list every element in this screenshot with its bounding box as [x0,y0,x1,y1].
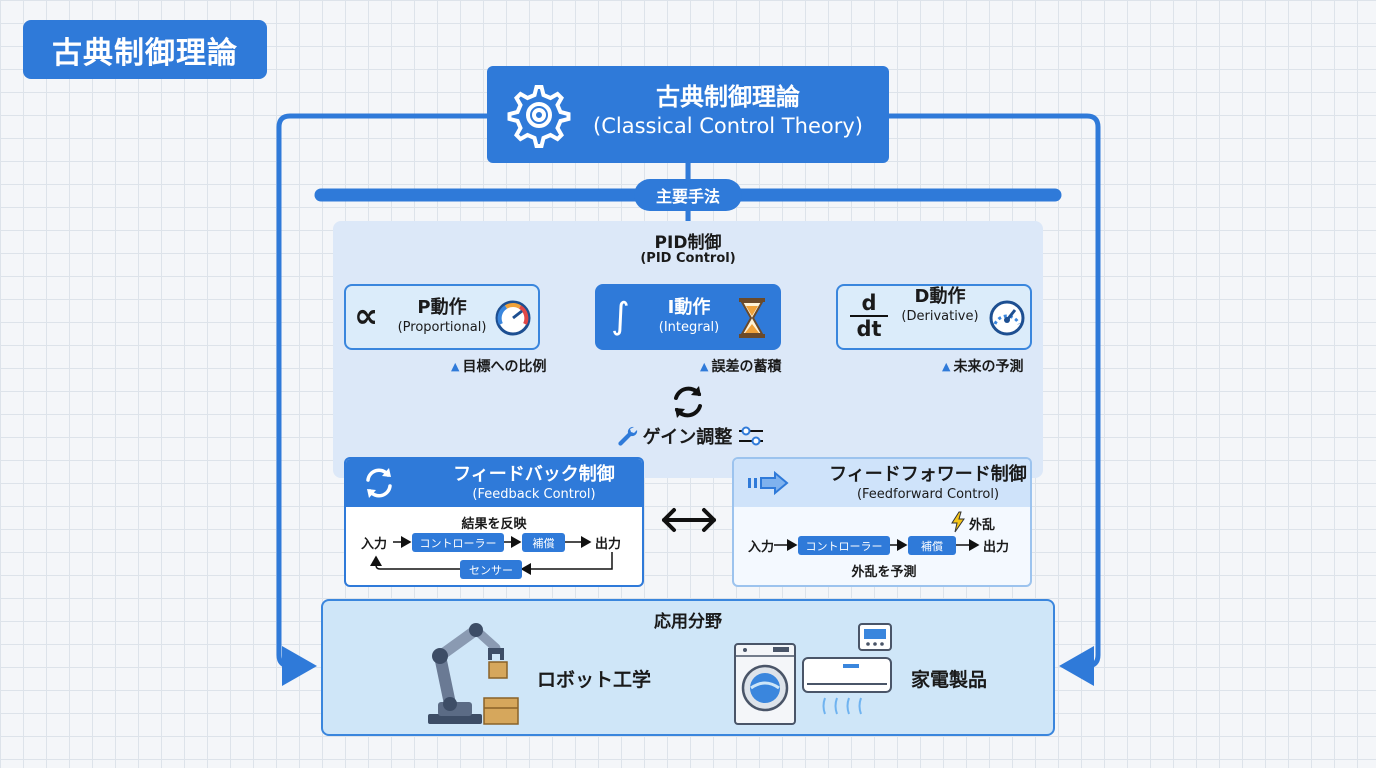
i-term-en: (Integral) [658,320,720,335]
feedforward-header: フィードフォワード制御 (Feedforward Control) [734,459,1030,507]
derivative-num: d [850,291,888,317]
pid-subtitle: (PID Control) [640,251,736,266]
feedback-output: 出力 [595,537,622,552]
p-term-caption: ▲目標への比例 [451,359,547,375]
feedback-input: 入力 [361,537,388,552]
forward-arrow-icon [748,471,789,495]
feedforward-bottom-label: 外乱を予測 [851,565,917,580]
feedforward-output: 出力 [983,540,1010,555]
feedback-controller: コントローラー [412,533,504,552]
proportional-icon: ∝ [354,296,379,336]
feedforward-disturbance: 外乱 [969,518,996,533]
app-appliances-label: 家電製品 [911,669,988,691]
feedforward-input: 入力 [748,540,775,555]
feedback-plant: 補償 [522,533,565,552]
feedback-box: フィードバック制御 (Feedback Control) 結果を反映 入力 コン… [344,457,644,587]
p-term-box: ∝ P動作 (Proportional) [344,284,540,350]
speedometer-icon [989,300,1025,336]
page-title: 古典制御理論 [23,20,267,79]
robot-arm-icon [428,623,519,725]
feedforward-subtitle: (Feedforward Control) [856,487,1000,502]
pid-title: PID制御 [654,233,722,253]
appliances-icon [734,623,892,725]
p-term-name: P動作 [417,297,467,318]
d-term-caption: ▲未来の予測 [942,359,1024,375]
d-term-en: (Derivative) [901,309,979,324]
sliders-icon [739,426,764,446]
main-title-en: (Classical Control Theory) [593,114,863,138]
feedforward-plant: 補償 [908,536,956,555]
feedforward-box: フィードフォワード制御 (Feedforward Control) 外乱 入力 … [732,457,1032,587]
feedforward-title: フィードフォワード制御 [829,464,1027,485]
left-outer-loop [276,113,487,686]
hourglass-icon [739,298,765,338]
feedback-top-label: 結果を反映 [461,517,527,532]
i-term-name: I動作 [667,297,711,318]
feedback-title: フィードバック制御 [453,464,615,485]
applications-title: 応用分野 [654,612,722,632]
main-title-jp: 古典制御理論 [656,83,800,111]
right-outer-loop [889,113,1101,686]
cycle-icon [366,468,392,498]
feedforward-controller: コントローラー [798,536,890,555]
p-term-en: (Proportional) [397,320,487,335]
d-term-box: d dt D動作 (Derivative) [836,284,1032,350]
feedforward-flow-lines [774,539,980,551]
gain-adjustment: ゲイン調整 [606,421,776,451]
derivative-icon: d dt [850,291,888,341]
feedback-sensor: センサー [460,560,522,579]
d-term-name: D動作 [914,286,966,307]
feedback-flow-lines [370,536,613,575]
gain-label: ゲイン調整 [642,427,733,448]
wrench-icon [618,426,637,446]
gauge-icon [495,300,531,336]
derivative-den: dt [856,317,882,341]
sync-icon [674,386,702,418]
app-robotics-label: ロボット工学 [537,669,652,691]
feedback-subtitle: (Feedback Control) [472,487,596,502]
lightning-icon [951,511,965,533]
feedback-header: フィードバック制御 (Feedback Control) [346,459,642,507]
methods-label: 主要手法 [634,179,742,211]
i-term-caption: ▲誤差の蓄積 [700,359,782,375]
bidirectional-arrow [662,508,716,532]
gear-icon [507,85,571,148]
i-term-box: ∫ I動作 (Integral) [595,284,781,350]
integral-icon: ∫ [611,296,630,337]
main-title-box: 古典制御理論 (Classical Control Theory) [487,66,889,163]
